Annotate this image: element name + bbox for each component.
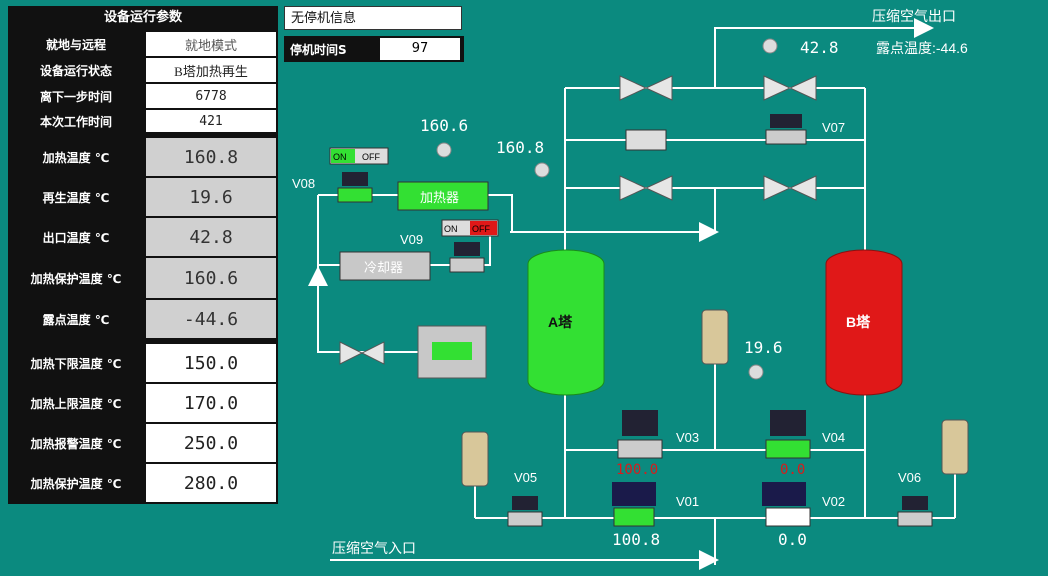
- heater-switch[interactable]: ON OFF: [329, 147, 389, 165]
- heat-protect-input[interactable]: 280.0: [146, 464, 276, 502]
- row-mode: 就地与远程 就地模式: [8, 32, 278, 56]
- tower-b[interactable]: [825, 249, 903, 396]
- row-label: 本次工作时间: [8, 110, 144, 132]
- dew-label: 露点温度:-44.6: [876, 40, 968, 56]
- heat-high-input[interactable]: 170.0: [146, 384, 276, 422]
- row-label: 加热温度 ℃: [8, 138, 144, 176]
- switch-off: OFF: [472, 224, 490, 234]
- panel-title: 设备运行参数: [103, 10, 182, 25]
- row-outlet-temp: 出口温度 ℃ 42.8: [8, 218, 278, 256]
- valve-v02-label: V02: [822, 494, 846, 509]
- row-heat-high: 加热上限温度 ℃ 170.0: [8, 384, 278, 422]
- tower-a-label: A塔: [548, 314, 573, 330]
- row-regen-temp: 再生温度 ℃ 19.6: [8, 178, 278, 216]
- row-protect-temp: 加热保护温度 ℃ 160.6: [8, 258, 278, 298]
- row-next-step: 离下一步时间 6778: [8, 84, 278, 108]
- work-time-value: 421: [146, 110, 276, 132]
- row-heat-protect: 加热保护温度 ℃ 280.0: [8, 464, 278, 502]
- valve-v07-label: V07: [822, 120, 846, 135]
- dew-temp-value: -44.6: [146, 300, 276, 338]
- row-label: 露点温度 ℃: [8, 300, 144, 338]
- protect-temp-value: 160.6: [146, 258, 276, 298]
- heater-box[interactable]: [397, 181, 489, 211]
- row-label: 加热报警温度 ℃: [8, 424, 144, 462]
- parameter-panel: 设备运行参数 就地与远程 就地模式 设备运行状态 B塔加热再生 离下一步时间 6…: [8, 6, 278, 504]
- valve-v09-label: V09: [400, 232, 424, 247]
- outlet-label: 压缩空气出口: [872, 8, 956, 24]
- tower-a[interactable]: [527, 249, 605, 396]
- temp-sensors: [436, 38, 778, 380]
- blower-icon[interactable]: [417, 325, 487, 379]
- cooler-label: 冷却器: [364, 260, 404, 275]
- row-label: 加热上限温度 ℃: [8, 384, 144, 422]
- row-heat-low: 加热下限温度 ℃ 150.0: [8, 344, 278, 382]
- regen-temp-readout: 19.6: [744, 338, 783, 357]
- row-label: 离下一步时间: [8, 84, 144, 108]
- alarm-message: 无停机信息: [284, 6, 462, 30]
- valve-v04-pos: 0.0: [780, 462, 806, 478]
- heat-low-input[interactable]: 150.0: [146, 344, 276, 382]
- mode-value[interactable]: 就地模式: [146, 32, 276, 56]
- switch-off: OFF: [362, 152, 380, 162]
- heat-protect-readout: 160.6: [420, 116, 469, 135]
- valve-v03-pos: 100.0: [616, 462, 659, 478]
- cooler-switch[interactable]: ON OFF: [441, 219, 499, 237]
- row-label: 加热保护温度 ℃: [8, 464, 144, 502]
- outlet-temp-readout: 42.8: [800, 38, 839, 57]
- valve-v01-label: V01: [676, 494, 700, 509]
- butterfly-valves[interactable]: [339, 75, 817, 365]
- row-label: 再生温度 ℃: [8, 178, 144, 216]
- regen-temp-value: 19.6: [146, 178, 276, 216]
- heater-label: 加热器: [420, 190, 460, 205]
- heat-temp-value: 160.8: [146, 138, 276, 176]
- row-label: 出口温度 ℃: [8, 218, 144, 256]
- valve-v03-label: V03: [676, 430, 700, 445]
- row-label: 就地与远程: [8, 32, 144, 56]
- row-work-time: 本次工作时间 421: [8, 110, 278, 132]
- heat-temp-readout: 160.8: [496, 138, 545, 157]
- valve-v05-label: V05: [514, 470, 538, 485]
- stop-time-box: 停机时间S 97: [284, 36, 464, 62]
- flow-a-readout: 100.8: [612, 530, 661, 549]
- switch-on: ON: [444, 224, 458, 234]
- row-heat-alarm: 加热报警温度 ℃ 250.0: [8, 424, 278, 462]
- row-label: 加热保护温度 ℃: [8, 258, 144, 298]
- pipes: [308, 18, 956, 570]
- outlet-temp-value: 42.8: [146, 218, 276, 256]
- switch-on: ON: [333, 152, 347, 162]
- stop-time-label: 停机时间S: [290, 43, 347, 57]
- row-dew-temp: 露点温度 ℃ -44.6: [8, 300, 278, 338]
- row-label: 设备运行状态: [8, 58, 144, 82]
- row-status: 设备运行状态 B塔加热再生: [8, 58, 278, 82]
- next-step-value: 6778: [146, 84, 276, 108]
- actuated-valves[interactable]: [337, 114, 933, 527]
- row-heat-temp: 加热温度 ℃ 160.8: [8, 138, 278, 176]
- filters: [461, 309, 969, 487]
- row-label: 加热下限温度 ℃: [8, 344, 144, 382]
- status-value: B塔加热再生: [146, 58, 276, 82]
- heat-alarm-input[interactable]: 250.0: [146, 424, 276, 462]
- valve-v08-label: V08: [292, 176, 316, 191]
- valve-v06-label: V06: [898, 470, 922, 485]
- cooler-box[interactable]: [339, 251, 431, 281]
- tower-b-label: B塔: [846, 314, 871, 330]
- flow-b-readout: 0.0: [778, 530, 807, 549]
- valve-v04-label: V04: [822, 430, 846, 445]
- stop-time-value: 97: [380, 38, 460, 60]
- inlet-label: 压缩空气入口: [332, 540, 416, 556]
